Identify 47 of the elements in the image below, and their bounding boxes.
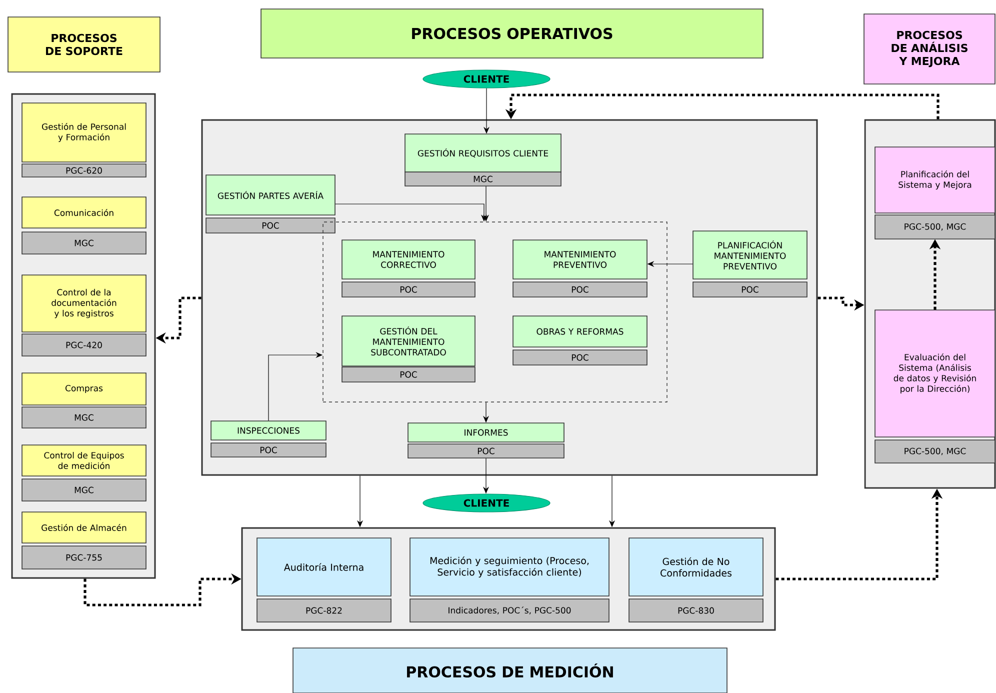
process-box: Medición y seguimiento (Proceso, Servicio y satisfacción cliente) bbox=[410, 538, 610, 596]
heading-box: PROCESOS DE MEDICIÓN bbox=[292, 648, 728, 693]
process-box: Comunicación bbox=[22, 196, 146, 228]
code-label: POC bbox=[512, 350, 648, 366]
code-label: MGC bbox=[22, 478, 146, 502]
process-box: INSPECCIONES bbox=[210, 420, 326, 440]
process-box: MANTENIMIENTO PREVENTIVO bbox=[512, 240, 648, 280]
process-box: Gestión de No Conformidades bbox=[628, 538, 764, 596]
process-box: Gestión de Almacén bbox=[22, 512, 146, 544]
process-box: PLANIFICACIÓN MANTENIMIENTO PREVENTIVO bbox=[692, 230, 808, 280]
code-label: POC bbox=[342, 282, 476, 298]
code-label: POC bbox=[408, 444, 564, 458]
process-box: GESTIÓN DEL MANTENIMIENTO SUBCONTRATADO bbox=[342, 316, 476, 366]
code-label: POC bbox=[692, 282, 808, 298]
code-label: PGC-620 bbox=[22, 164, 146, 178]
code-label: POC bbox=[206, 218, 336, 234]
heading-box: PROCESOS DE SOPORTE bbox=[8, 16, 160, 72]
code-label: PGC-830 bbox=[628, 598, 764, 622]
code-label: MGC bbox=[22, 232, 146, 254]
process-box: Auditoría Interna bbox=[256, 538, 392, 596]
code-label: POC bbox=[342, 366, 476, 382]
process-box: Planificación del Sistema y Mejora bbox=[874, 146, 996, 214]
process-box: MANTENIMIENTO CORRECTIVO bbox=[342, 240, 476, 280]
process-box: GESTIÓN REQUISITOS CLIENTE bbox=[404, 134, 562, 172]
heading-box: PROCESOS OPERATIVOS bbox=[260, 8, 764, 58]
code-label: PGC-420 bbox=[22, 334, 146, 356]
process-box: INFORMES bbox=[408, 422, 564, 442]
code-label: PGC-822 bbox=[256, 598, 392, 622]
terminal-oval: CLIENTE bbox=[422, 494, 550, 512]
process-box: Control de Equipos de medición bbox=[22, 444, 146, 476]
code-label: PGC-500, MGC bbox=[874, 440, 996, 464]
code-label: POC bbox=[512, 282, 648, 298]
code-label: PGC-755 bbox=[22, 546, 146, 570]
dashed-group-box bbox=[322, 222, 668, 402]
code-label: PGC-500, MGC bbox=[874, 214, 996, 240]
process-box: Control de la documentación y los registros bbox=[22, 274, 146, 332]
process-box: Evaluación del Sistema (Análisis de datos y Revisión por la Dirección) bbox=[874, 310, 996, 438]
code-label: MGC bbox=[22, 406, 146, 428]
process-box: Gestión de Personal y Formación bbox=[22, 102, 146, 162]
heading-box: PROCESOS DE ANÁLISIS Y MEJORA bbox=[864, 14, 996, 84]
code-label: POC bbox=[210, 442, 326, 458]
process-box: Compras bbox=[22, 372, 146, 406]
process-box: OBRAS Y REFORMAS bbox=[512, 316, 648, 348]
code-label: Indicadores, POC´s, PGC-500 bbox=[410, 598, 610, 622]
code-label: MGC bbox=[404, 172, 562, 186]
terminal-oval: CLIENTE bbox=[422, 70, 550, 88]
process-box: GESTIÓN PARTES AVERÍA bbox=[206, 174, 336, 216]
